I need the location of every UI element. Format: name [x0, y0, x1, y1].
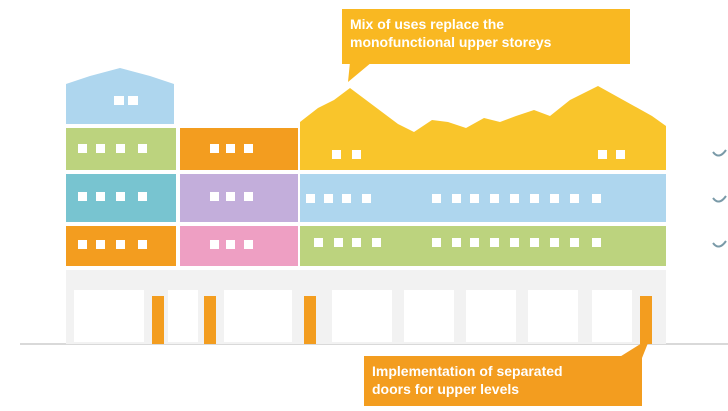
check-mark-icon	[712, 240, 727, 248]
check-mark-icon	[712, 149, 727, 157]
door-separated	[204, 296, 216, 344]
callout-separated-doors-line2: doors for upper levels	[372, 381, 520, 397]
storey-pink	[180, 226, 298, 266]
building-left	[66, 68, 176, 266]
callout-mixed-uses-line1: Mix of uses replace the	[350, 16, 505, 32]
storey-blue	[300, 174, 666, 222]
roof-yellow	[300, 86, 666, 170]
windows-building-right-top	[332, 150, 625, 159]
windows-building-right-blue	[306, 194, 601, 203]
building-middle	[180, 128, 298, 266]
windows-building-right-green	[314, 238, 601, 247]
door-separated	[304, 296, 316, 344]
callout-mixed-uses-line2: monofunctional upper storeys	[350, 34, 552, 50]
windows-building-middle	[210, 144, 253, 249]
callout-separated-doors-line1: Implementation of separated	[372, 363, 563, 379]
window	[114, 96, 124, 105]
window	[128, 96, 138, 105]
check-mark-icon	[712, 195, 727, 203]
storey-purple	[180, 174, 298, 222]
windows-building-left	[78, 144, 147, 249]
door-separated	[640, 296, 652, 344]
shop-windows	[74, 290, 632, 342]
callout-separated-doors: Implementation of separated doors for up…	[364, 356, 642, 406]
callout-bottom-pointer	[618, 338, 650, 358]
callout-mixed-uses: Mix of uses replace the monofunctional u…	[342, 9, 630, 64]
storey-orange	[180, 128, 298, 170]
door-separated	[152, 296, 164, 344]
callout-top-pointer	[348, 62, 372, 82]
